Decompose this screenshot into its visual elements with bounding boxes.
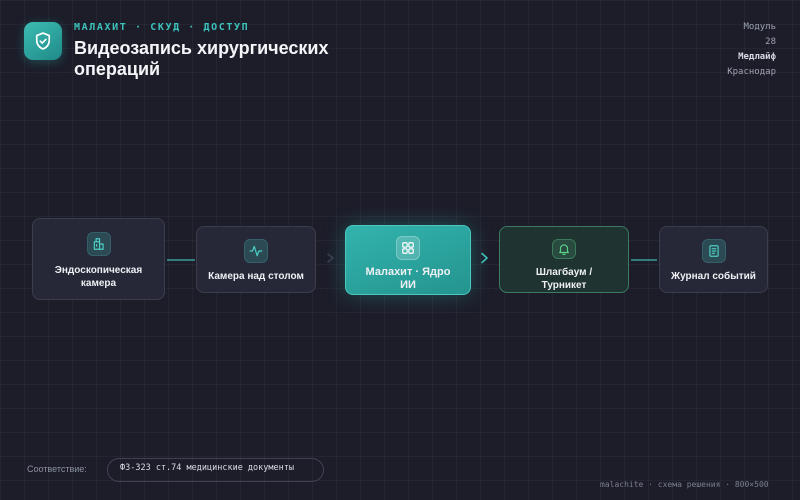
module-label: Модуль bbox=[743, 22, 776, 32]
connector-1-2 bbox=[167, 259, 195, 261]
connector-3-4 bbox=[481, 252, 488, 264]
node-event-log[interactable]: Журнал событий bbox=[659, 226, 768, 293]
grid-icon bbox=[402, 242, 414, 254]
activity-icon bbox=[249, 245, 263, 257]
footnote: malachite · схема решения · 800×500 bbox=[600, 480, 769, 489]
node-label: Камера над столом bbox=[208, 271, 304, 282]
node-label: Журнал событий bbox=[671, 271, 756, 282]
node-label: Малахит · Ядро ИИ bbox=[365, 266, 451, 291]
connector-2-3 bbox=[327, 253, 334, 263]
building-icon bbox=[93, 238, 104, 250]
bell-icon bbox=[559, 244, 569, 255]
page-title: Видеозапись хирургических операций bbox=[74, 38, 329, 79]
module-info: Модуль 28 Медлайф Краснодар bbox=[727, 20, 776, 80]
node-label: Эндоскопическая камера bbox=[54, 265, 143, 289]
compliance-badge: ФЗ-323 ст.74 медицинские документы bbox=[107, 458, 324, 482]
document-icon bbox=[708, 245, 719, 257]
breadcrumb: МАЛАХИТ · СКУД · ДОСТУП bbox=[74, 22, 250, 33]
city-name: Краснодар bbox=[727, 67, 776, 77]
shield-check-icon bbox=[35, 32, 51, 50]
app-logo bbox=[24, 22, 62, 60]
connector-4-5 bbox=[631, 259, 657, 261]
node-endoscopic-camera[interactable]: Эндоскопическая камера bbox=[32, 218, 165, 300]
node-ai-core[interactable]: Малахит · Ядро ИИ bbox=[345, 225, 471, 295]
node-label: Шлагбаум / Турникет bbox=[535, 267, 593, 291]
client-name: Медлайф bbox=[738, 52, 776, 62]
node-barrier-turnstile[interactable]: Шлагбаум / Турникет bbox=[499, 226, 629, 293]
compliance-label: Соответствие: bbox=[27, 464, 87, 474]
module-number: 28 bbox=[765, 37, 776, 47]
node-overhead-camera[interactable]: Камера над столом bbox=[196, 226, 316, 293]
